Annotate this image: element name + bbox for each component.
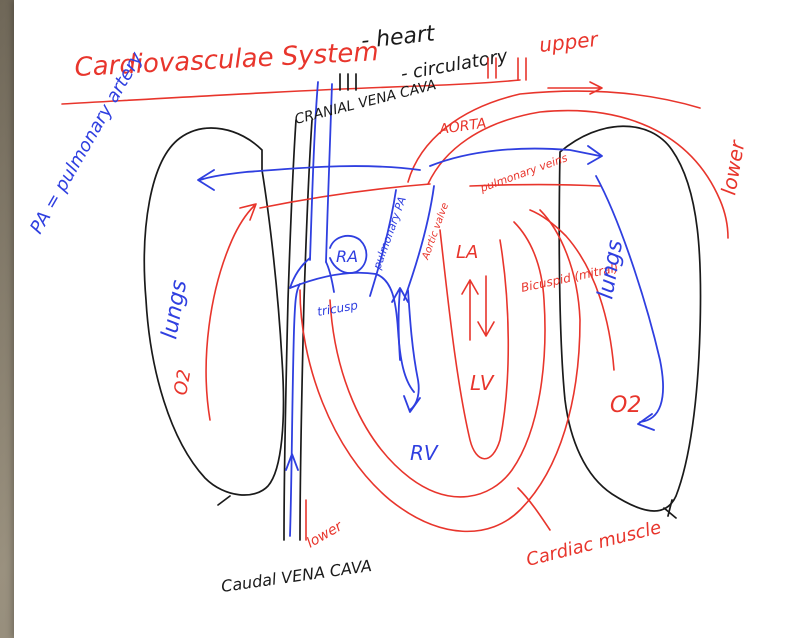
left-lungs-label: lungs	[157, 278, 192, 341]
lv-label: LV	[470, 371, 495, 395]
tricuspid-label: tricusp	[316, 298, 359, 319]
la-lv-arrow	[478, 276, 494, 336]
rv-label: RV	[410, 441, 439, 465]
lower-label: lower	[716, 137, 749, 197]
cranial-vena-cava-label: CRANIAL VENA CAVA	[293, 77, 438, 128]
labels: PA = pulmonary artery CRANIAL VENA CAVA …	[26, 48, 663, 596]
ra-label: RA	[336, 247, 358, 266]
cardiac-muscle-label: Cardiac muscle	[524, 517, 663, 571]
title-heart-text: - heart	[360, 21, 437, 54]
right-lungs-label: lungs	[593, 238, 628, 301]
cranial-vena-cava-marks	[340, 74, 356, 90]
left-lung-o2-arrow	[206, 204, 256, 420]
pulmonary-pa-label: pulmonary PA	[370, 195, 409, 272]
lv-up-arrow	[462, 280, 478, 340]
caudal-vena-cava-right-wall	[300, 120, 312, 540]
heart-septum	[440, 230, 508, 459]
title-circulatory-text: - circulatory	[399, 45, 509, 84]
right-lung-tick	[664, 500, 676, 518]
deoxygenated-flow	[198, 82, 663, 536]
left-lung-tick	[218, 496, 230, 505]
title-group: Cardiovasculae System - heart - circulat…	[62, 21, 750, 197]
aorta-label: AORTA	[437, 116, 487, 139]
rv-arrow	[404, 290, 420, 412]
left-o2-label: O2	[170, 368, 195, 397]
pa-to-right-lung	[430, 146, 602, 166]
pulmonary-veins-label: pulmonary veins	[478, 151, 570, 195]
right-lung-blue-arrow	[596, 176, 663, 430]
right-o2-label: O2	[610, 393, 641, 418]
rv-up-arrow	[392, 288, 408, 360]
caudal-vena-cava-label: Caudal VENA CAVA	[220, 556, 373, 596]
vc-junction	[290, 258, 334, 292]
lower-vc-label: lower	[304, 518, 346, 552]
la-label: LA	[456, 242, 478, 263]
ra-to-rv	[290, 273, 414, 392]
upper-label: upper	[538, 27, 601, 57]
